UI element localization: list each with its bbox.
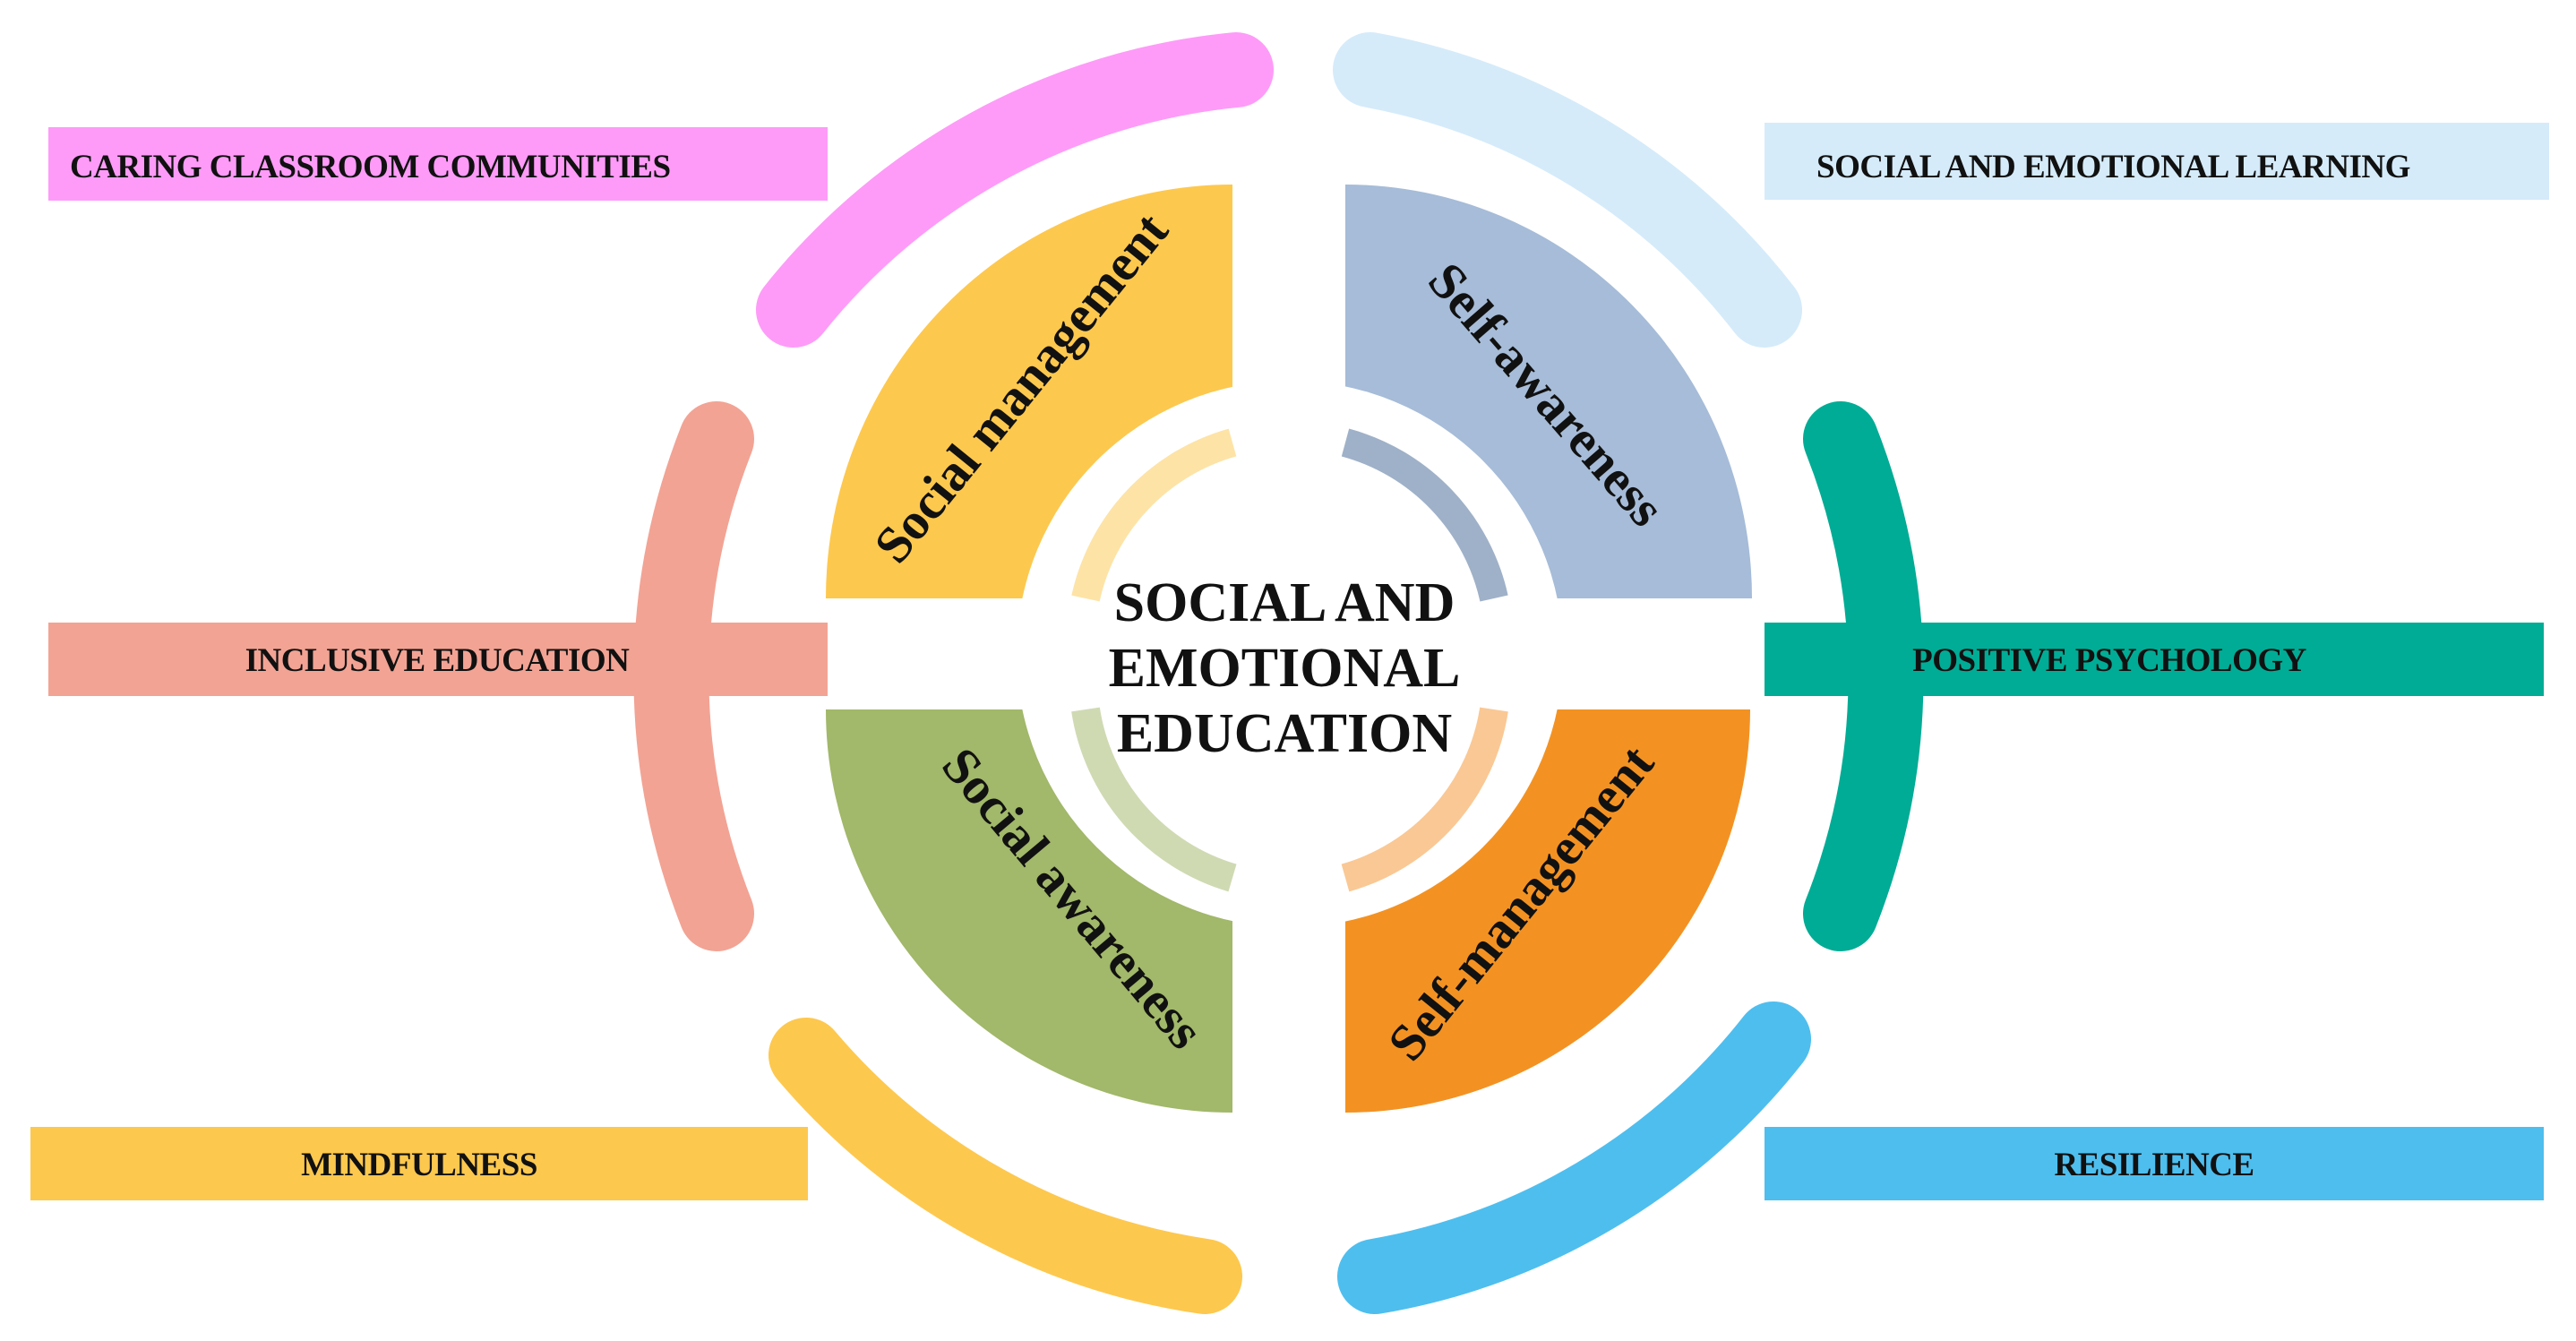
- inner-rings: [1071, 428, 1508, 892]
- arc-mindfulness: [769, 1018, 1242, 1314]
- box-resilience: RESILIENCE: [1765, 1127, 2544, 1200]
- inner-ring-social-awareness: [1071, 707, 1237, 892]
- center-title-line-3: EDUCATION: [1117, 703, 1452, 764]
- box-social-emotional-learning: SOCIAL AND EMOTIONAL LEARNING: [1765, 123, 2549, 200]
- center-title-line-2: EMOTIONAL: [1109, 638, 1461, 699]
- box-caring-label: CARING CLASSROOM COMMUNITIES: [70, 149, 671, 185]
- box-caring-classroom-communities: CARING CLASSROOM COMMUNITIES: [48, 127, 828, 201]
- box-resilience-label: RESILIENCE: [2054, 1147, 2254, 1183]
- inner-ring-self-management: [1341, 707, 1508, 892]
- arc-caring-classroom: [756, 32, 1274, 348]
- box-inclusive-education: INCLUSIVE EDUCATION: [48, 623, 828, 696]
- center-disc: [1017, 381, 1563, 927]
- center-title: SOCIAL AND EMOTIONAL EDUCATION: [1109, 572, 1461, 764]
- inner-ring-self-awareness: [1341, 428, 1508, 602]
- center-title-line-1: SOCIAL AND: [1114, 572, 1455, 633]
- box-mindfulness-label: MINDFULNESS: [301, 1147, 537, 1183]
- box-inclusive-label: INCLUSIVE EDUCATION: [245, 642, 631, 679]
- arc-resilience: [1337, 1001, 1811, 1314]
- inner-ring-social-management: [1071, 428, 1237, 602]
- box-positive-psychology: POSITIVE PSYCHOLOGY: [1765, 623, 2544, 696]
- label-boxes: CARING CLASSROOM COMMUNITIES SOCIAL AND …: [30, 123, 2549, 1200]
- box-mindfulness: MINDFULNESS: [30, 1127, 808, 1200]
- arc-social-emotional-learning: [1333, 32, 1802, 348]
- box-sel-label: SOCIAL AND EMOTIONAL LEARNING: [1816, 149, 2410, 185]
- box-positive-label: POSITIVE PSYCHOLOGY: [1912, 642, 2307, 679]
